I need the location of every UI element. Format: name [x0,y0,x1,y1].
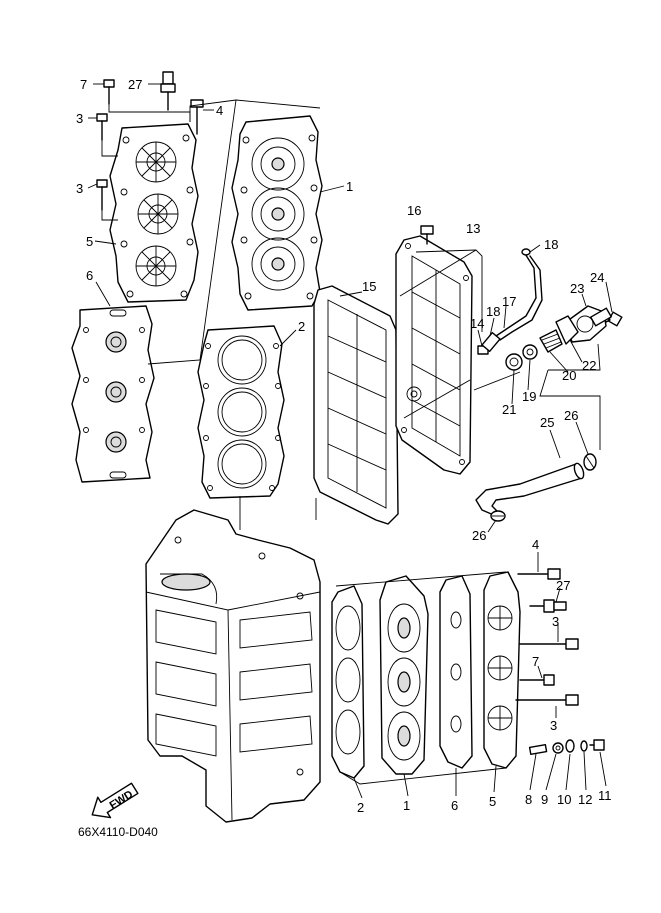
callout-24: 24 [590,270,604,285]
nut-9[interactable] [552,742,564,754]
clamp-26-lower[interactable] [490,510,506,522]
bolt-7-lower[interactable] [519,674,555,686]
spark-plug-27-upper[interactable] [160,71,176,111]
callout-9: 9 [541,792,548,807]
bolt-3-upper-b[interactable] [96,179,108,211]
callout-25: 25 [540,415,554,430]
callout-17: 17 [502,294,516,309]
clamp-26-upper[interactable] [583,453,597,471]
callout-11: 11 [598,788,612,803]
spark-plug-27-lower[interactable] [529,599,567,613]
bolt-3-lower-a[interactable] [519,638,579,650]
callout-labels: 7 27 4 3 3 5 6 1 2 16 13 18 15 14 18 17 … [76,77,612,815]
callout-3-upper-a: 3 [76,111,83,126]
callout-3-lower-b: 3 [550,718,557,733]
bolt-4-upper[interactable] [190,99,204,135]
anode-8[interactable] [528,743,548,756]
callout-14: 14 [470,316,484,331]
callout-27-lower: 27 [556,578,570,593]
callout-22: 22 [582,358,596,373]
bolt-4-lower[interactable] [517,568,561,580]
spring-20[interactable] [539,329,563,353]
callout-2-upper: 2 [298,319,305,334]
thermostat-19[interactable] [522,344,538,360]
cylinder-head-1-upper[interactable] [231,115,323,311]
callout-19: 19 [522,389,536,404]
gasket-6-lower[interactable] [439,575,473,769]
callout-3-upper-b: 3 [76,181,83,196]
callout-3-lower-a: 3 [552,614,559,629]
callout-26-upper: 26 [564,408,578,423]
callout-18-upper: 18 [544,237,558,252]
callout-4-lower: 4 [532,537,539,552]
gasket-22[interactable] [555,315,579,345]
bolt-3-lower-b[interactable] [515,694,579,706]
callout-26-lower: 26 [472,528,486,543]
grommet-12[interactable] [580,740,588,752]
hose-25[interactable] [475,462,585,517]
washer-10[interactable] [565,739,575,753]
head-gasket-2-lower[interactable] [331,585,365,779]
callout-5-upper: 5 [86,234,93,249]
callout-1-upper: 1 [346,179,353,194]
cylinder-block[interactable] [145,509,321,823]
head-gasket-2-upper[interactable] [197,325,285,499]
cylinder-head-cover-5-lower[interactable] [483,571,521,769]
callout-23: 23 [570,281,584,296]
bolt-7-upper[interactable] [103,79,115,105]
exhaust-cover-13[interactable] [395,235,473,475]
callout-7-upper: 7 [80,77,87,92]
cylinder-head-cover-upper[interactable] [109,123,199,303]
bolt-3-upper-a[interactable] [96,113,108,141]
callout-5-lower: 5 [489,794,496,809]
callout-8: 8 [525,792,532,807]
cylinder-head-1-lower[interactable] [379,575,429,775]
gasket-6-upper[interactable] [71,305,155,483]
grommet-21[interactable] [505,353,523,371]
callout-16: 16 [407,203,421,218]
leader-lines [87,83,613,799]
callout-12: 12 [578,792,592,807]
callout-2-lower: 2 [357,800,364,815]
callout-27-upper: 27 [128,77,142,92]
callout-10: 10 [557,792,571,807]
bolt-11[interactable] [589,739,605,751]
hose-18-lower[interactable] [481,331,501,353]
callout-6-upper: 6 [86,268,93,283]
bolt-16[interactable] [420,225,434,245]
diagram-code: 66X4110-D040 [78,825,158,839]
callout-4-upper: 4 [216,103,223,118]
callout-1-lower: 1 [403,798,410,813]
exhaust-cover-gasket-15[interactable] [313,285,399,525]
callout-7-lower: 7 [532,654,539,669]
callout-6-lower: 6 [451,798,458,813]
callout-15: 15 [362,279,376,294]
fwd-arrow-icon [91,782,139,819]
callout-18-lower: 18 [486,304,500,319]
callout-21: 21 [502,402,516,417]
callout-20: 20 [562,368,576,383]
callout-13: 13 [466,221,480,236]
